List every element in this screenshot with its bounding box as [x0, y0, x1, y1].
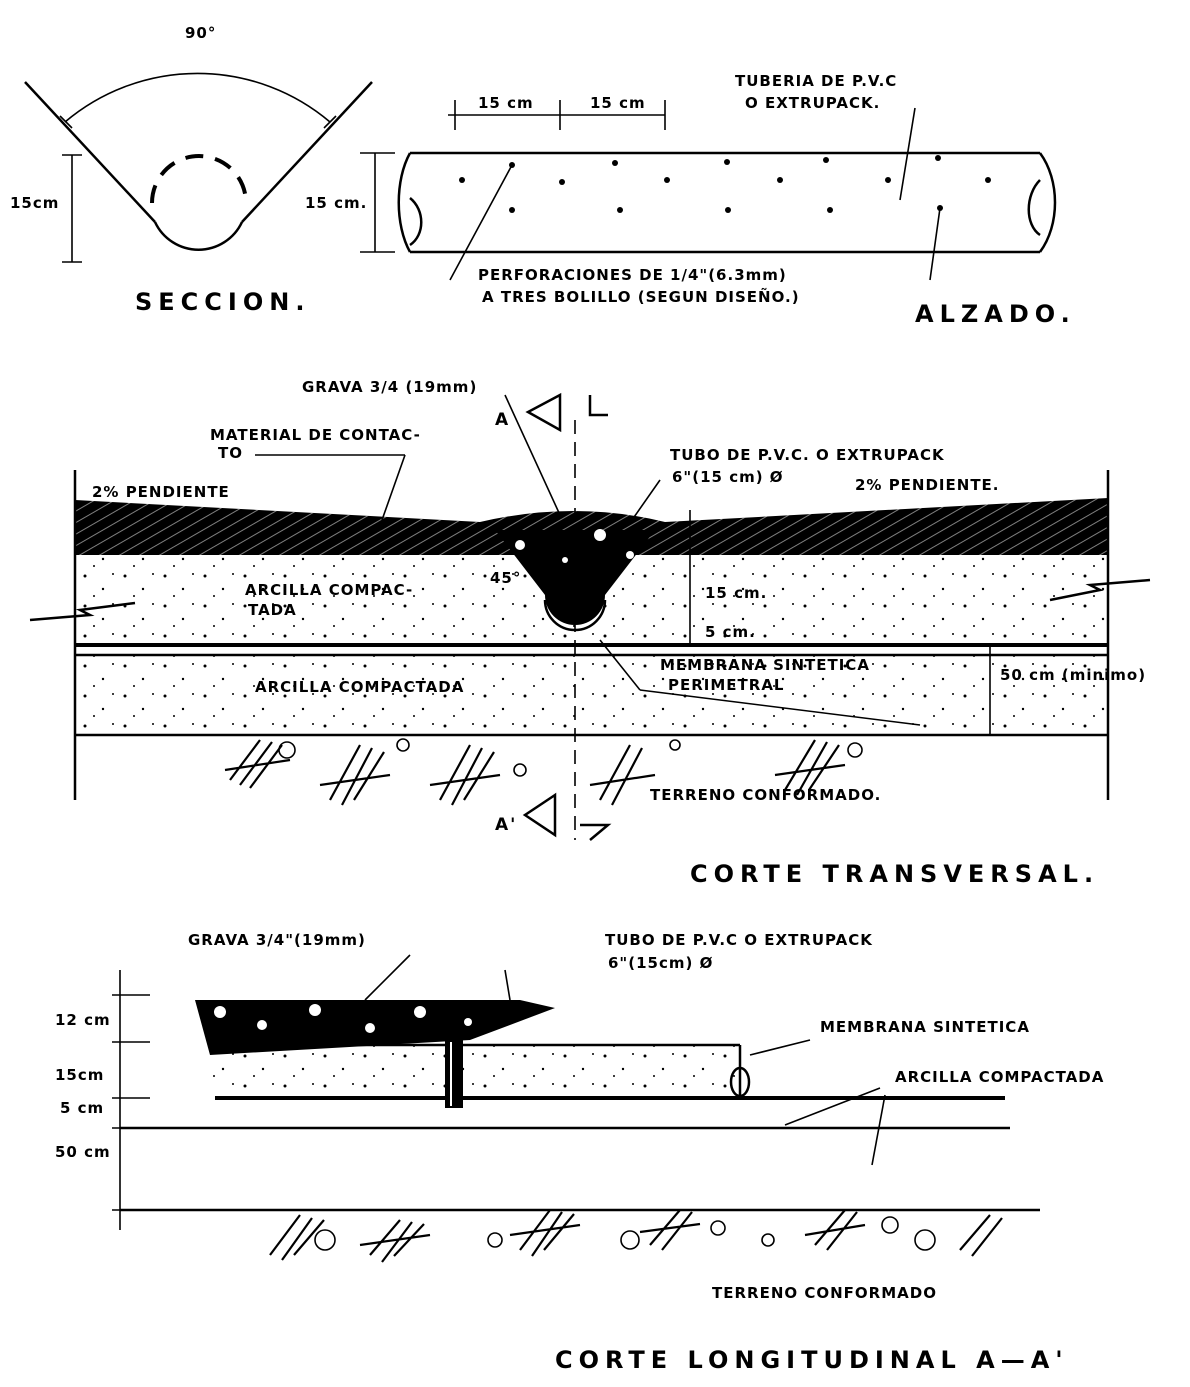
- transversal-arcilla-bottom: ARCILLA COMPACTADA: [255, 678, 464, 696]
- longitudinal-terreno: TERRENO CONFORMADO: [712, 1284, 937, 1302]
- longitudinal-dim-50: 50 cm: [55, 1143, 111, 1161]
- alzado-pipe-label-1: TUBERIA DE P.V.C: [735, 72, 897, 90]
- transversal-slope-right: 2% PENDIENTE.: [855, 476, 1000, 494]
- longitudinal-dim-15: 15cm: [55, 1066, 104, 1084]
- transversal-dim-15: 15 cm.: [705, 584, 767, 602]
- seccion-detail: 90° 15cm SECCION.: [10, 24, 373, 316]
- longitudinal-tubo-2: 6"(15cm) Ø: [608, 954, 713, 972]
- corte-longitudinal: GRAVA 3/4"(19mm) TUBO DE P.V.C O EXTRUPA…: [55, 931, 1104, 1374]
- transversal-grava-label: GRAVA 3/4 (19mm): [302, 378, 477, 396]
- long-soil-hatching: [269, 1209, 1003, 1263]
- longitudinal-membrana: MEMBRANA SINTETICA: [820, 1018, 1030, 1036]
- alzado-pipe-label-2: O EXTRUPACK.: [745, 94, 880, 112]
- transversal-arcilla-2: TADA: [248, 601, 297, 619]
- seccion-angle-label: 90°: [185, 24, 216, 42]
- transversal-angle: 45°: [490, 569, 521, 587]
- transversal-section-mark-bottom: A': [495, 815, 517, 835]
- transversal-material-1: MATERIAL DE CONTAC-: [210, 426, 421, 444]
- transversal-dim-5: 5 cm.: [705, 623, 756, 641]
- transversal-material-2: TO: [218, 444, 243, 462]
- transversal-tubo-1: TUBO DE P.V.C. O EXTRUPACK: [670, 446, 945, 464]
- perforation-dots: [459, 155, 991, 213]
- transversal-section-mark-top: A: [495, 410, 510, 430]
- alzado-spacing-1: 15 cm: [478, 94, 534, 112]
- transversal-membrana-1: MEMBRANA SINTETICA: [660, 656, 870, 674]
- transversal-membrana-2: PERIMETRAL: [668, 676, 785, 694]
- soil-hatching: [224, 738, 863, 806]
- longitudinal-grava-label: GRAVA 3/4"(19mm): [188, 931, 366, 949]
- transversal-tubo-2: 6"(15 cm) Ø: [672, 468, 784, 486]
- transversal-terreno: TERRENO CONFORMADO.: [650, 786, 881, 804]
- transversal-slope-left: 2% PENDIENTE: [92, 483, 230, 501]
- alzado-height-label: 15 cm.: [305, 194, 367, 212]
- longitudinal-arcilla: ARCILLA COMPACTADA: [895, 1068, 1104, 1086]
- seccion-title: SECCION.: [135, 288, 310, 316]
- transversal-dim-50: 50 cm (minimo): [1000, 666, 1146, 684]
- longitudinal-dim-5: 5 cm: [60, 1099, 104, 1117]
- alzado-detail: 15 cm 15 cm TUBERIA DE P.V.C O EXTRUPACK…: [305, 72, 1076, 328]
- alzado-spacing-2: 15 cm: [590, 94, 646, 112]
- transversal-title: CORTE TRANSVERSAL.: [690, 860, 1099, 888]
- seccion-height-label: 15cm: [10, 194, 59, 212]
- longitudinal-tubo-1: TUBO DE P.V.C O EXTRUPACK: [605, 931, 873, 949]
- alzado-perf-1: PERFORACIONES DE 1/4"(6.3mm): [478, 266, 787, 284]
- longitudinal-title: CORTE LONGITUDINAL A—A': [555, 1346, 1069, 1374]
- alzado-perf-2: A TRES BOLILLO (SEGUN DISEÑO.): [482, 287, 800, 306]
- transversal-arcilla-1: ARCILLA COMPAC-: [245, 581, 413, 599]
- corte-transversal: GRAVA 3/4 (19mm) A MATERIAL DE CONTAC- T…: [29, 378, 1151, 888]
- alzado-title: ALZADO.: [915, 300, 1076, 328]
- longitudinal-dim-12: 12 cm: [55, 1011, 111, 1029]
